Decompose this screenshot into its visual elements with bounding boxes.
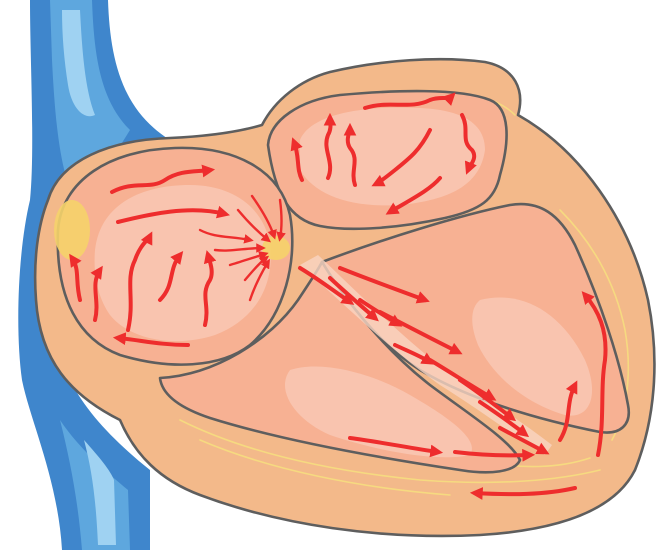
sa-node	[54, 200, 90, 260]
left-atrium	[268, 91, 507, 229]
